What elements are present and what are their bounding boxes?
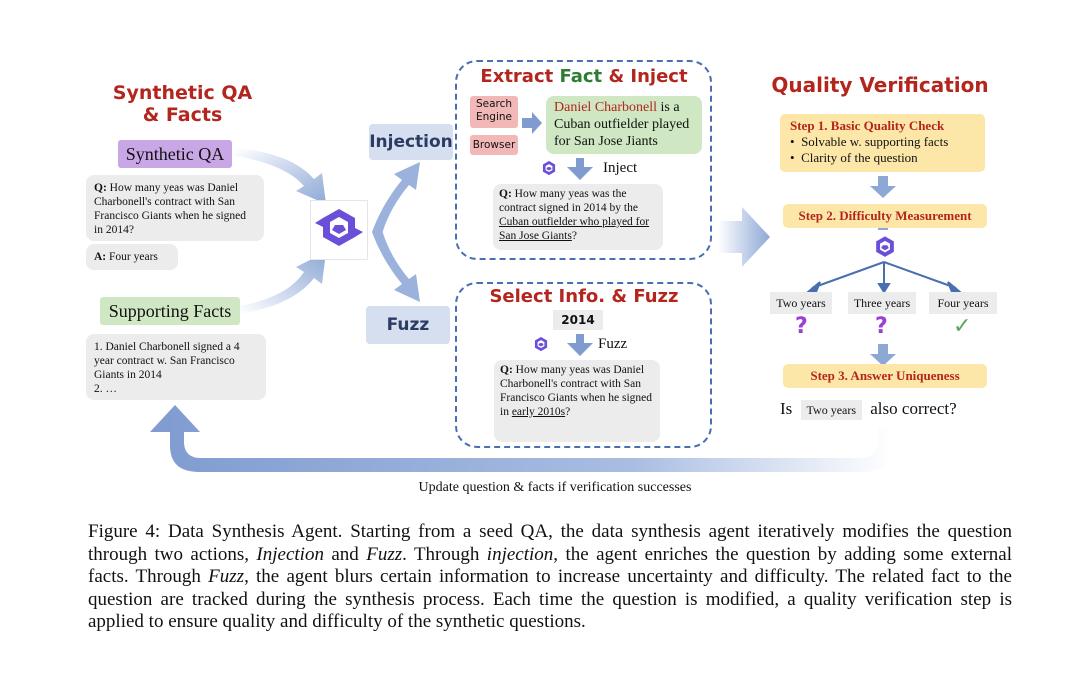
caption-text-b: and <box>323 543 367 565</box>
mark-two-years: ? <box>795 314 808 339</box>
synthetic-qa-label: Synthetic QA <box>118 140 232 168</box>
caption-text-c: . Through <box>402 543 487 565</box>
inject-q-plain: How many yeas was the contract signed in… <box>499 188 638 214</box>
uniqueness-suffix: also correct? <box>870 399 957 418</box>
extracted-fact-box: Daniel Charbonell is a Cuban outfielder … <box>546 96 702 154</box>
inject-q-prefix: Q: <box>499 188 512 200</box>
arrow-inject-down <box>567 158 593 180</box>
arrow-facts-to-agent <box>240 252 326 314</box>
arrow-fuzz-down <box>567 334 593 356</box>
diagram-arrows <box>150 112 963 472</box>
action-fuzz: Fuzz <box>366 306 450 344</box>
arrow-three-to-step3 <box>870 344 896 366</box>
step1-box: Step 1. Basic Quality Check • Solvable w… <box>780 114 985 172</box>
supporting-facts-box: 1. Daniel Charbonell signed a 4 year con… <box>86 334 266 400</box>
fact-rest: is a Cuban outfielder played for San Jos… <box>554 100 690 149</box>
tool-search-line1: Search <box>475 98 513 110</box>
title-inject: & Inject <box>602 66 688 87</box>
caption-text-e: , the agent blurs certain information to… <box>88 566 1012 632</box>
seed-question-box: Q: How many yeas was Daniel Charbonell's… <box>86 175 264 241</box>
step1-bullet-1-text: Solvable w. supporting facts <box>801 134 949 149</box>
fact-1: 1. Daniel Charbonell signed a 4 year con… <box>94 341 240 381</box>
inject-agent-icon <box>542 161 556 176</box>
fuzz-panel <box>455 282 712 448</box>
fuzz-q-prefix: Q: <box>500 364 513 376</box>
seed-answer-text: Four years <box>109 251 158 263</box>
step3-box: Step 3. Answer Uniqueness <box>783 364 987 388</box>
step1-bullet-1: • Solvable w. supporting facts <box>790 134 949 149</box>
fact-2: 2. … <box>94 383 117 395</box>
caption-text-a: Data Synthesis Agent. Starting from a se… <box>88 521 1012 565</box>
supporting-facts-label: Supporting Facts <box>100 297 240 325</box>
uniqueness-prefix: Is <box>780 399 793 418</box>
inject-q-underlined: Cuban outfielder who played for San Jose… <box>499 216 650 242</box>
title-line-1: Synthetic QA <box>112 82 253 104</box>
inject-step-label: Inject <box>603 160 638 176</box>
title-fact: Fact <box>559 66 603 87</box>
action-injection: Injection <box>369 124 453 160</box>
mark-four-years-check: ✓ <box>953 314 972 339</box>
step1-bullet-2-text: Clarity of the question <box>801 150 918 165</box>
caption-fuzz-2: Fuzz <box>208 566 245 587</box>
step2-box: Step 2. Difficulty Measurement <box>783 204 987 228</box>
arrow-to-verification <box>718 207 770 267</box>
verification-agent-icon <box>876 236 894 257</box>
arrow-fork-injection <box>372 162 420 234</box>
arrow-qa-to-agent <box>236 148 326 204</box>
uniqueness-candidate: Two years <box>800 400 863 420</box>
caption-injection: Injection <box>256 543 324 565</box>
step1-bullet-2: • Clarity of the question <box>790 150 918 165</box>
fuzz-agent-icon <box>534 337 548 352</box>
fact-entity: Daniel Charbonell <box>554 100 658 115</box>
fuzz-selected-value: 2014 <box>553 310 603 330</box>
seed-answer-box: A: Four years <box>86 244 178 270</box>
caption-fuzz: Fuzz <box>366 543 403 565</box>
caption-text-d: , the agent enriches the question by add… <box>88 543 1012 588</box>
candidate-two-years: Two years <box>770 292 832 314</box>
figure-caption: Figure 4: Data Synthesis Agent. Starting… <box>88 521 1012 634</box>
inject-panel-title: Extract Fact & Inject <box>460 66 708 87</box>
title-line-2: & Facts <box>142 104 223 126</box>
candidate-four-years: Four years <box>929 292 997 314</box>
inject-panel <box>455 60 712 260</box>
qwen-logo-icon <box>315 209 363 246</box>
agent-logo-box <box>310 200 368 260</box>
fuzz-q-end: ? <box>565 406 571 418</box>
question-prefix: Q: <box>94 182 107 194</box>
uniqueness-question: Is Two years also correct? <box>780 397 957 422</box>
seed-question-text: How many yeas was Daniel Charbonell's co… <box>94 182 247 236</box>
fuzz-q-underlined: early 2010s <box>511 406 566 418</box>
fuzz-q-plain: How many yeas was Daniel Charbonell's co… <box>500 364 653 418</box>
mark-three-years: ? <box>875 314 888 339</box>
arrow-step1-to-step2 <box>870 176 896 198</box>
step1-title: Step 1. Basic Quality Check <box>790 118 945 133</box>
inject-q-end: ? <box>571 230 577 242</box>
feedback-label: Update question & facts if verification … <box>418 480 692 495</box>
tool-browser: Browser <box>470 135 518 155</box>
title-extract: Extract <box>480 66 560 87</box>
fuzz-step-label: Fuzz <box>598 336 628 352</box>
answer-prefix: A: <box>94 251 107 263</box>
fuzzed-question-box: Q: How many yeas was Daniel Charbonell's… <box>494 360 660 442</box>
tool-search-engine: Search Engine <box>470 96 518 128</box>
arrow-feedback-loop <box>150 405 892 472</box>
tool-search-line2: Engine <box>476 111 512 123</box>
caption-label: Figure 4: <box>88 521 161 542</box>
injected-question-box: Q: How many yeas was the contract signed… <box>493 184 663 250</box>
arrow-fork-fuzz <box>372 230 420 302</box>
arrow-tools-to-fact <box>522 112 542 134</box>
verification-title: Quality Verification <box>771 73 989 97</box>
caption-injection-2: injection <box>486 543 554 565</box>
synthetic-qa-facts-title: Synthetic QA & Facts <box>95 82 270 126</box>
fuzz-panel-title: Select Info. & Fuzz <box>489 286 679 307</box>
candidate-three-years: Three years <box>848 292 916 314</box>
